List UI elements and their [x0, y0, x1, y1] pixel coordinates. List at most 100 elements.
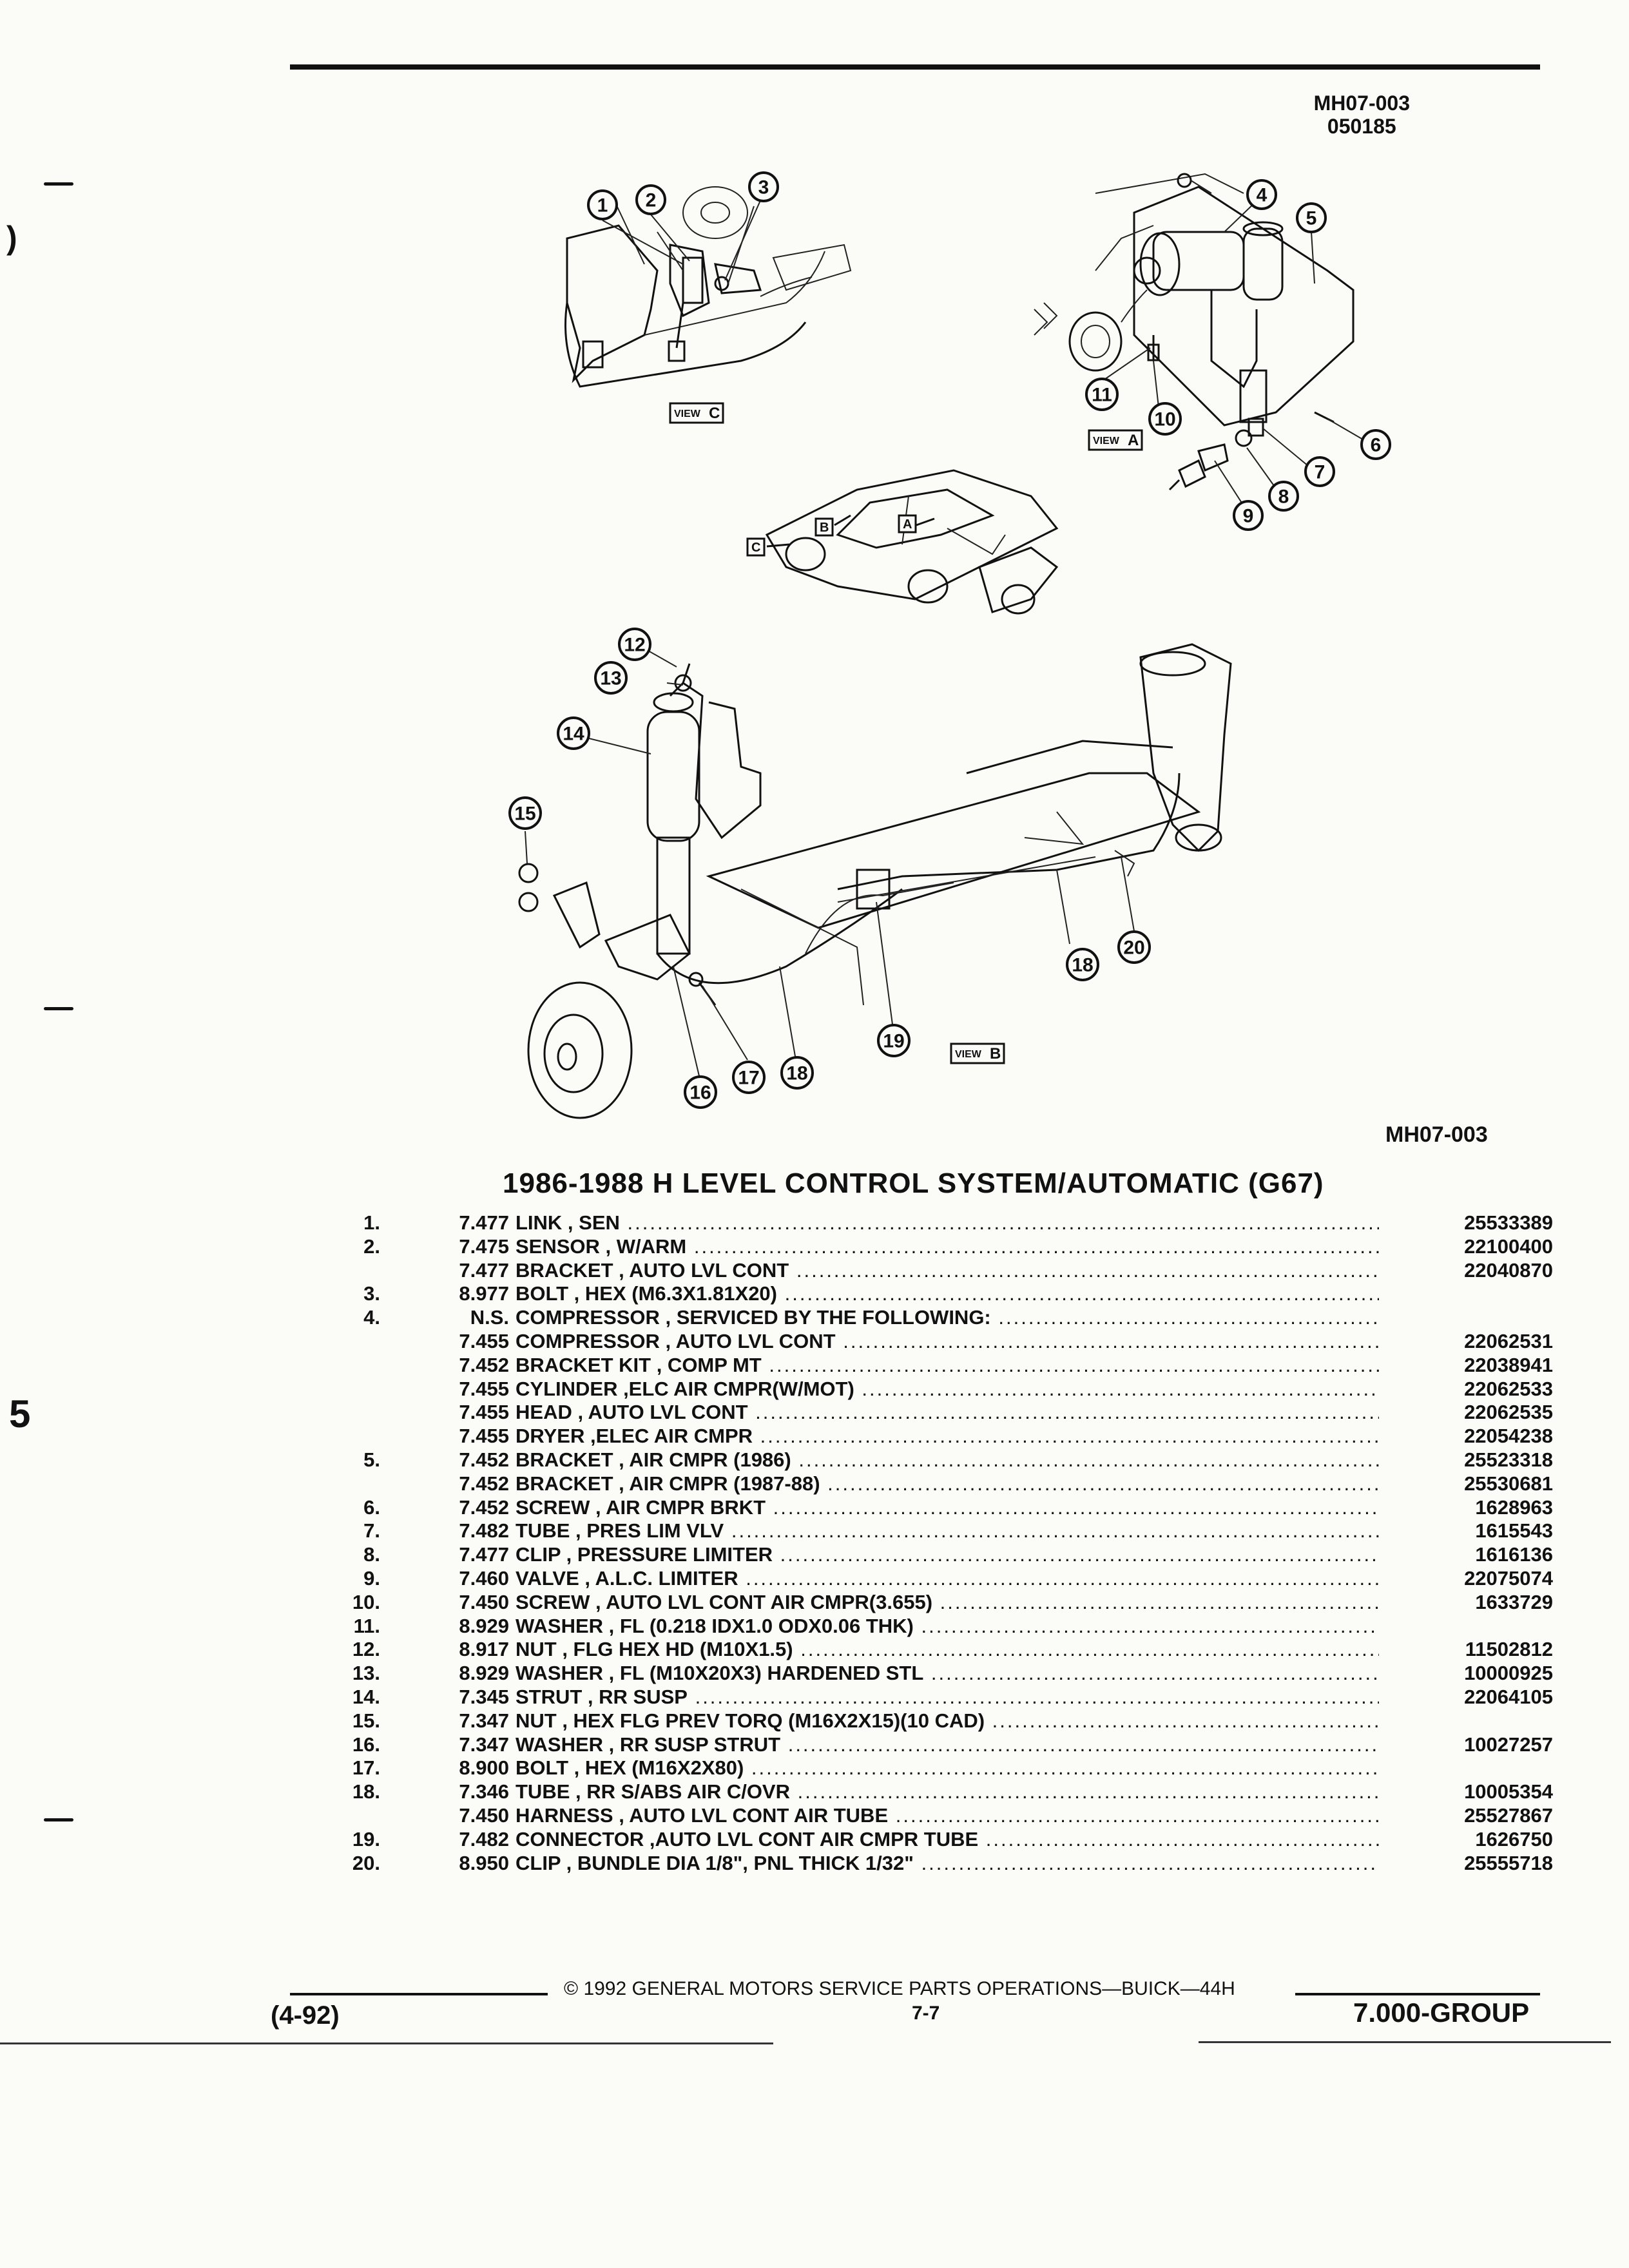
svg-text:19: 19: [883, 1031, 904, 1052]
item-number: 3.: [363, 1282, 380, 1305]
catalog-group: 8.929: [459, 1662, 509, 1685]
catalog-group: 7.455: [459, 1425, 509, 1448]
catalog-group: 8.917: [459, 1638, 509, 1661]
item-number: 19.: [352, 1827, 380, 1850]
item-number: 5.: [363, 1448, 380, 1471]
part-number: 10000925: [1459, 1662, 1553, 1686]
svg-text:A: A: [903, 517, 912, 532]
catalog-group: 7.452: [459, 1495, 509, 1519]
callout-1: 1: [587, 189, 618, 220]
part-description: CLIP , PRESSURE LIMITER: [516, 1543, 1379, 1566]
svg-text:6: 6: [1371, 435, 1382, 456]
section-title: 1986-1988 H LEVEL CONTROL SYSTEM/AUTOMAT…: [503, 1168, 1324, 1199]
svg-text:20: 20: [1123, 937, 1144, 959]
part-description: SENSOR , W/ARM: [516, 1235, 1379, 1258]
catalog-group: 7.482: [459, 1827, 509, 1850]
parts-row: 7.452 BRACKET KIT , COMP MT 22038941: [335, 1353, 1553, 1378]
item-number: 12.: [352, 1638, 380, 1661]
part-description: HARNESS , AUTO LVL CONT AIR TUBE: [516, 1804, 1379, 1827]
svg-text:VIEW: VIEW: [955, 1049, 982, 1060]
page-number: 7-7: [912, 2003, 940, 2024]
svg-text:1: 1: [597, 195, 608, 216]
item-number: 15.: [352, 1709, 380, 1732]
leader-lines: [525, 193, 1364, 1077]
part-description: LINK , SEN: [516, 1211, 1379, 1235]
svg-text:9: 9: [1243, 506, 1254, 527]
callout-13: 13: [594, 661, 628, 695]
top-rule: [290, 64, 1540, 70]
part-number: 1633729: [1470, 1590, 1553, 1614]
part-description: WASHER , FL (0.218 IDX1.0 ODX0.06 THK): [516, 1615, 1379, 1638]
part-number: 25555718: [1459, 1851, 1553, 1875]
diagram-date-code: 050185: [1327, 115, 1396, 138]
callout-9: 9: [1233, 500, 1264, 531]
part-number: 1628963: [1470, 1495, 1553, 1519]
catalog-group: 7.460: [459, 1566, 509, 1590]
part-description: SCREW , AUTO LVL CONT AIR CMPR(3.655): [516, 1591, 1379, 1614]
diagram-code: MH07-003: [1313, 91, 1410, 115]
catalog-group: 7.477: [459, 1258, 509, 1282]
parts-row: 10. 7.450 SCREW , AUTO LVL CONT AIR CMPR(3…: [335, 1590, 1553, 1615]
svg-text:B: B: [990, 1045, 1001, 1062]
part-number: 22064105: [1459, 1685, 1553, 1709]
svg-text:8: 8: [1278, 486, 1289, 508]
part-number: 10027257: [1459, 1733, 1553, 1756]
part-number: 22038941: [1459, 1353, 1553, 1377]
part-number: 22054238: [1459, 1425, 1553, 1448]
callout-19: 19: [877, 1024, 911, 1057]
item-number: 8.: [363, 1543, 380, 1566]
item-number: 20.: [352, 1851, 380, 1874]
part-description: CYLINDER ,ELC AIR CMPR(W/MOT): [516, 1378, 1379, 1401]
margin-dash: [44, 1818, 73, 1821]
scan-edge-line: [1199, 2041, 1611, 2043]
svg-text:10: 10: [1154, 409, 1175, 430]
catalog-group: 7.450: [459, 1590, 509, 1613]
part-description: BOLT , HEX (M6.3X1.81X20): [516, 1282, 1379, 1305]
copyright-notice: © 1992 GENERAL MOTORS SERVICE PARTS OPER…: [564, 1978, 1235, 1999]
catalog-group: 7.477: [459, 1543, 509, 1566]
item-number: 13.: [352, 1662, 380, 1685]
view-b-tag: VIEW B: [950, 1043, 1005, 1064]
catalog-group: 7.452: [459, 1353, 509, 1376]
car-marker-a: A: [898, 514, 917, 533]
margin-dash: [44, 1007, 73, 1010]
part-description: SCREW , AIR CMPR BRKT: [516, 1496, 1379, 1519]
catalog-group: 8.950: [459, 1851, 509, 1874]
item-number: 10.: [352, 1590, 380, 1613]
svg-text:15: 15: [514, 803, 535, 825]
catalog-group: 7.347: [459, 1733, 509, 1756]
callout-16: 16: [684, 1075, 717, 1109]
svg-text:VIEW: VIEW: [1093, 436, 1120, 447]
view-c-drawing: [564, 186, 852, 388]
svg-text:7: 7: [1315, 462, 1325, 483]
part-number: 22062533: [1459, 1377, 1553, 1401]
footer-rule-left: [290, 1993, 548, 1995]
part-number: 22075074: [1459, 1566, 1553, 1590]
svg-text:18: 18: [786, 1063, 807, 1084]
part-description: BRACKET KIT , COMP MT: [516, 1354, 1379, 1377]
callout-7: 7: [1304, 456, 1335, 487]
part-number: 22040870: [1459, 1258, 1553, 1282]
svg-text:VIEW: VIEW: [674, 408, 701, 419]
footer-rule-right: [1295, 1993, 1540, 1995]
item-number: 1.: [363, 1211, 380, 1234]
locator-car-drawing: [765, 469, 1059, 615]
catalog-group: 7.452: [459, 1448, 509, 1471]
item-number: 2.: [363, 1235, 380, 1258]
part-description: HEAD , AUTO LVL CONT: [516, 1401, 1379, 1424]
part-number: 25527867: [1459, 1803, 1553, 1827]
